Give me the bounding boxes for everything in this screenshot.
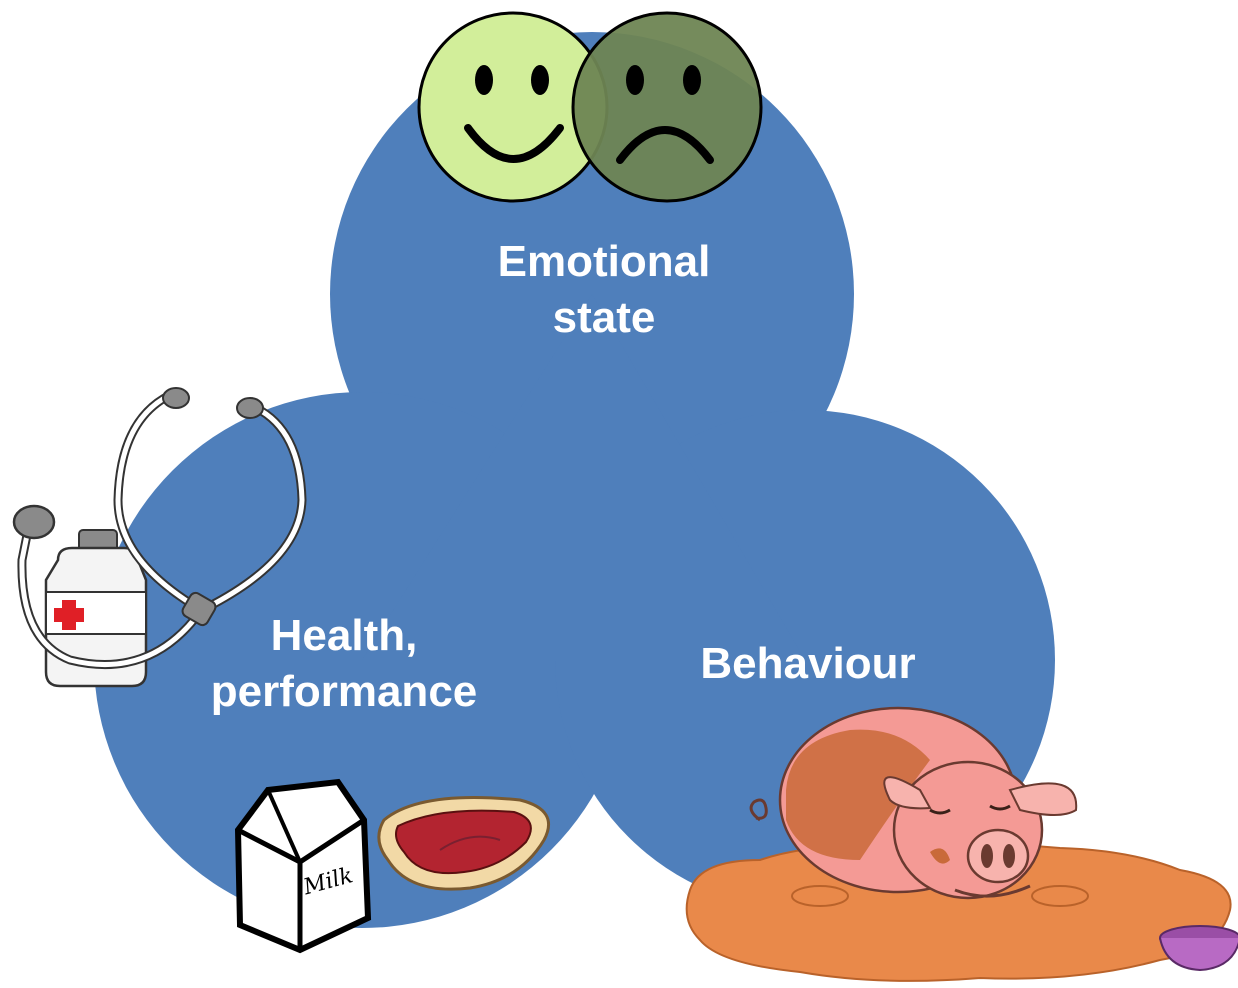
circle-overlap-fill bbox=[362, 294, 805, 660]
muddy-pig-icon bbox=[749, 706, 1089, 907]
water-bowl-icon bbox=[1159, 925, 1238, 972]
milk-carton-icon: Milk bbox=[234, 778, 372, 954]
label-emotional-line1: Emotional bbox=[498, 237, 711, 286]
label-health-line1: Health, bbox=[271, 611, 418, 660]
happy-face-icon bbox=[417, 11, 609, 203]
steak-icon bbox=[377, 796, 550, 891]
label-behaviour: Behaviour bbox=[700, 639, 915, 688]
label-emotional-line2: state bbox=[553, 293, 656, 342]
label-health-line2: performance bbox=[211, 667, 478, 716]
sad-face-icon bbox=[571, 11, 763, 203]
medicine-bottle-icon bbox=[44, 529, 148, 688]
stethoscope-icon bbox=[12, 387, 307, 670]
